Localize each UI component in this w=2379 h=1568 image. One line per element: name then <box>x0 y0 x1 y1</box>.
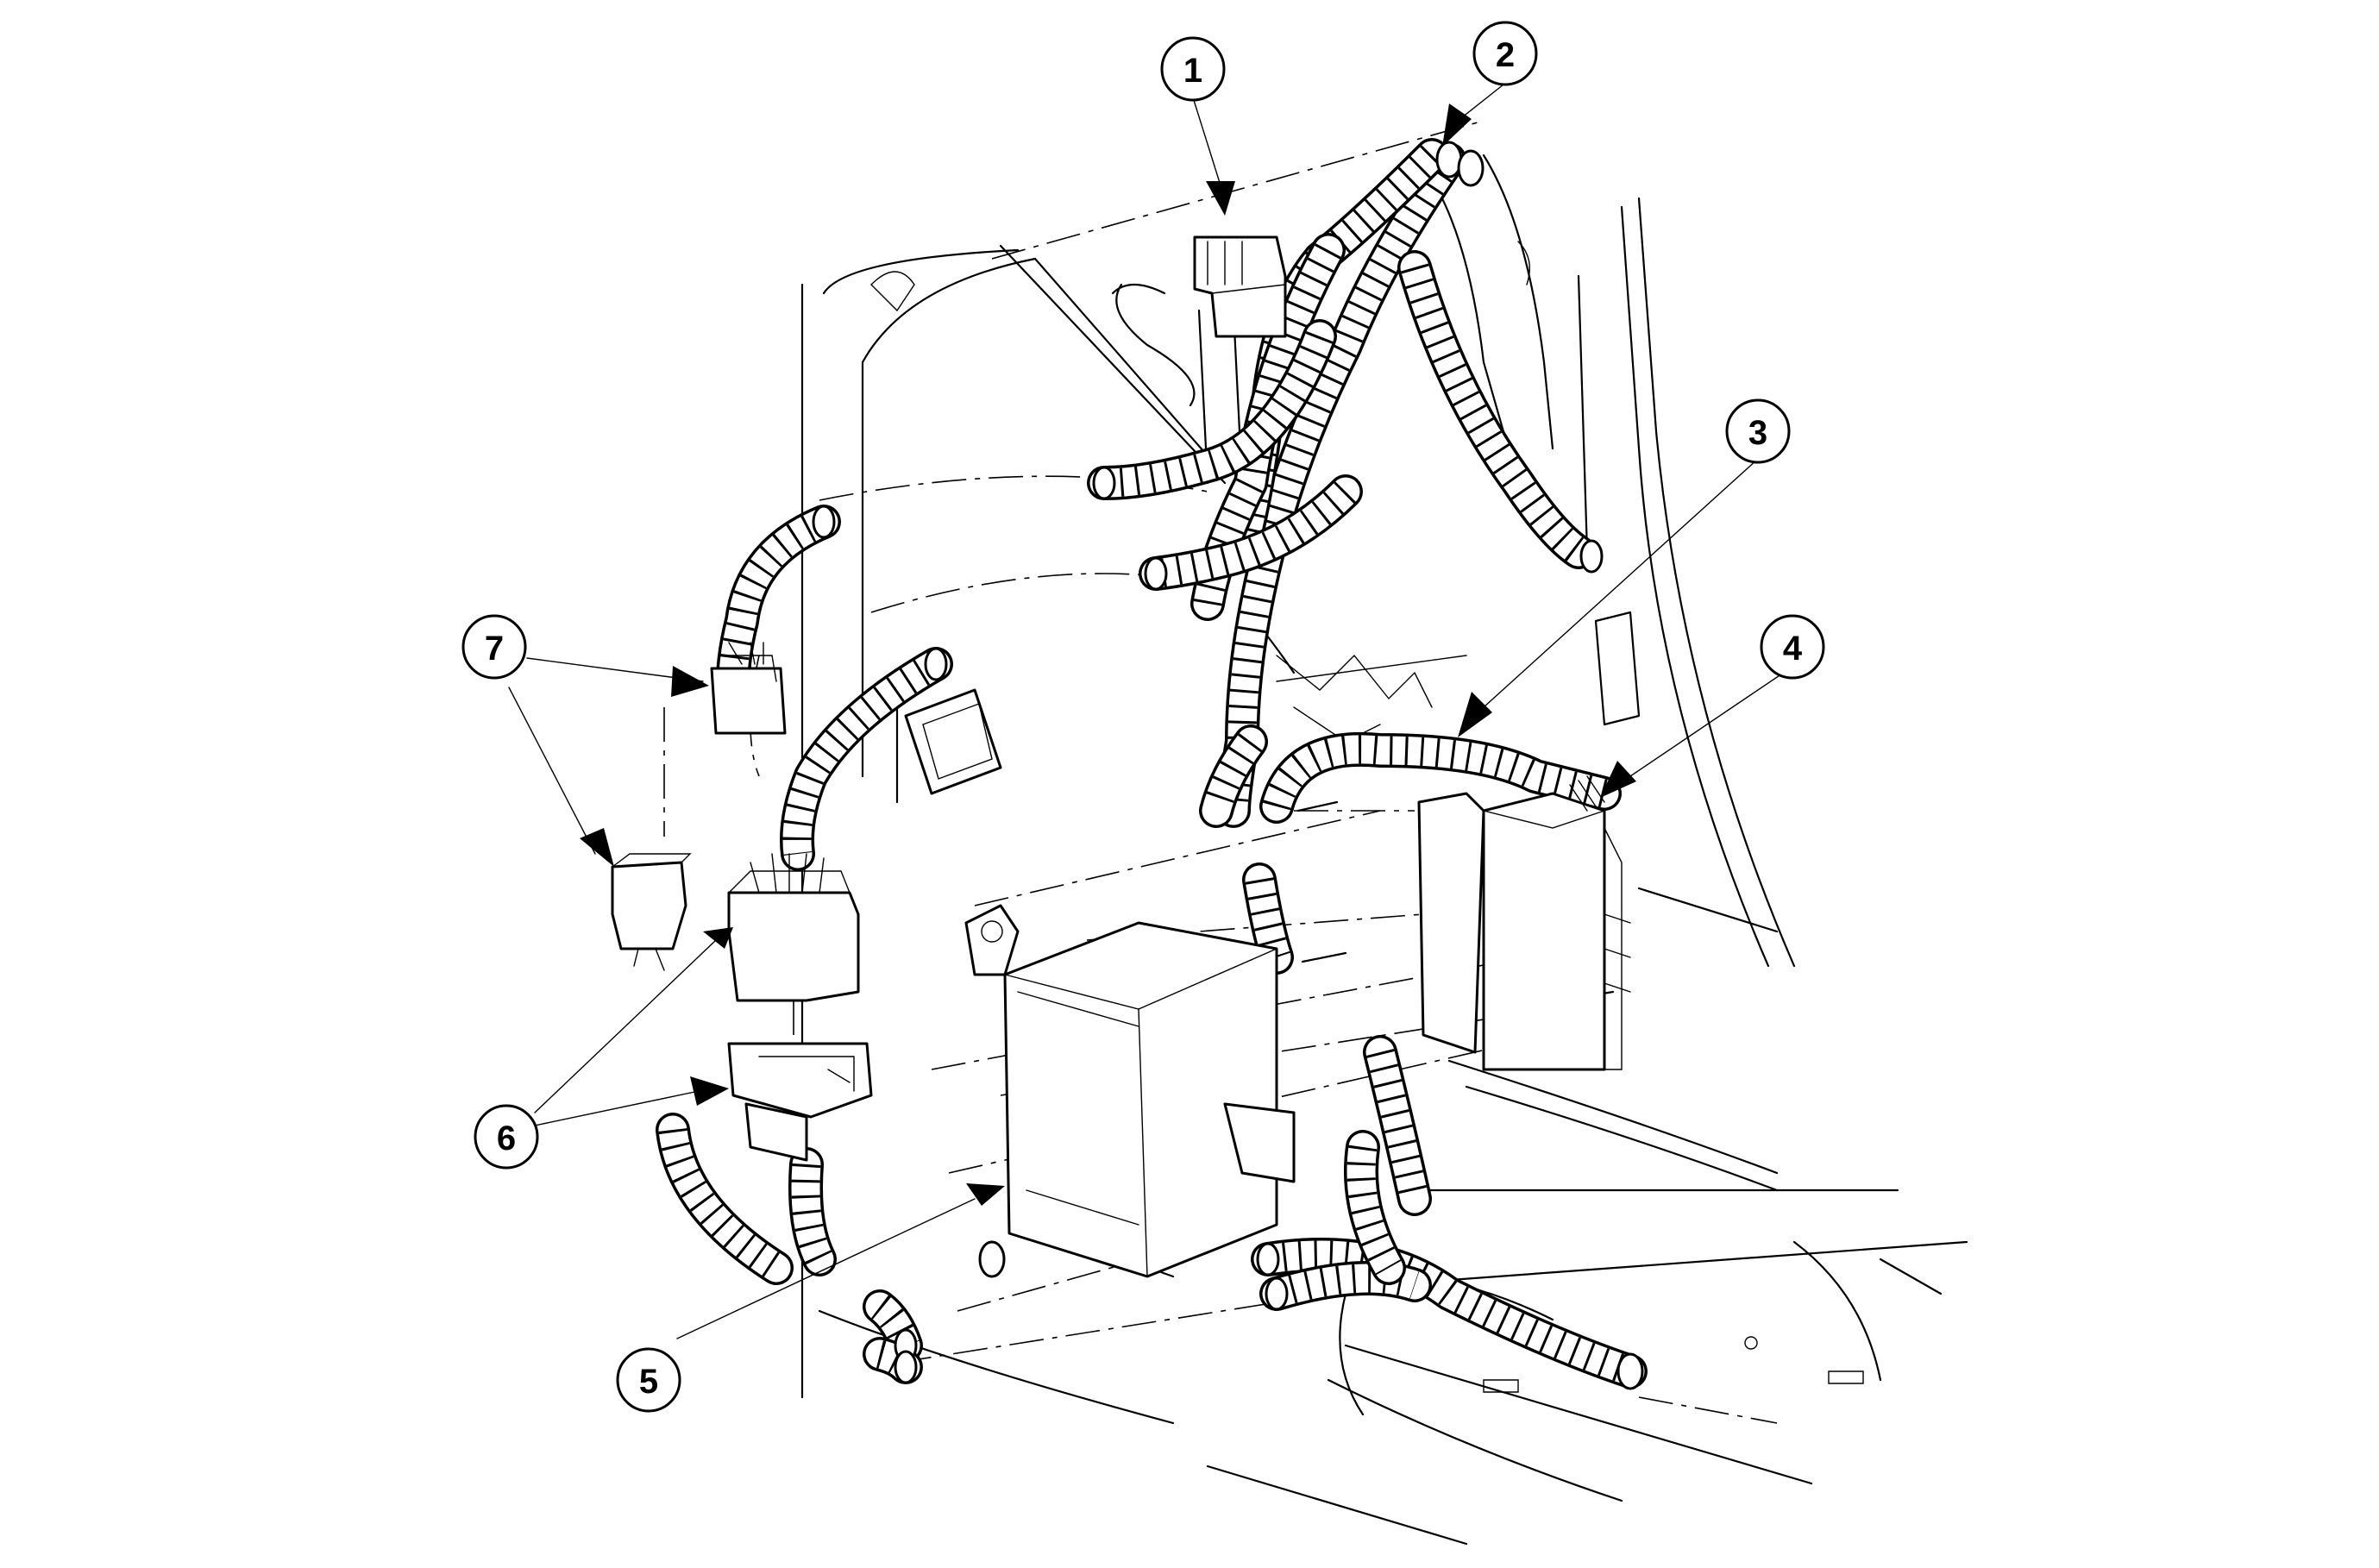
callout-2: 2 <box>1472 21 1538 86</box>
harness-3 <box>1259 731 1622 824</box>
callout-6-label: 6 <box>497 1120 516 1157</box>
callout-7: 7 <box>461 614 527 680</box>
harness-floor <box>863 862 1648 1389</box>
connector-7-upper <box>710 642 787 735</box>
callout-7-label: 7 <box>485 630 504 668</box>
harness-branch-left-upper <box>716 505 841 699</box>
callout-3: 3 <box>1725 398 1791 464</box>
harness-main-trunk <box>1087 138 1596 828</box>
control-module <box>964 800 1615 1278</box>
callout-1: 1 <box>1160 36 1226 102</box>
callout-5-label: 5 <box>639 1363 658 1401</box>
vehicle-body-structure <box>800 154 1968 1546</box>
tube-ends <box>812 141 1644 1390</box>
connector-4 <box>1417 775 1631 1071</box>
connector-6-upper <box>727 853 860 1002</box>
connector-7-lower <box>611 853 692 971</box>
harness-branch-left-lower <box>656 1113 837 1285</box>
callout-5: 5 <box>616 1347 681 1413</box>
harness-branch-left-mid <box>780 647 953 871</box>
callout-leaders <box>508 84 1793 1339</box>
callout-3-label: 3 <box>1748 414 1767 452</box>
connector-6-lower <box>727 1042 873 1162</box>
callout-4-label: 4 <box>1783 630 1803 668</box>
connector-1 <box>1193 235 1287 338</box>
callout-4: 4 <box>1760 614 1825 680</box>
callout-6: 6 <box>474 1104 539 1170</box>
callout-1-label: 1 <box>1183 52 1202 90</box>
callout-2-label: 2 <box>1496 36 1515 74</box>
